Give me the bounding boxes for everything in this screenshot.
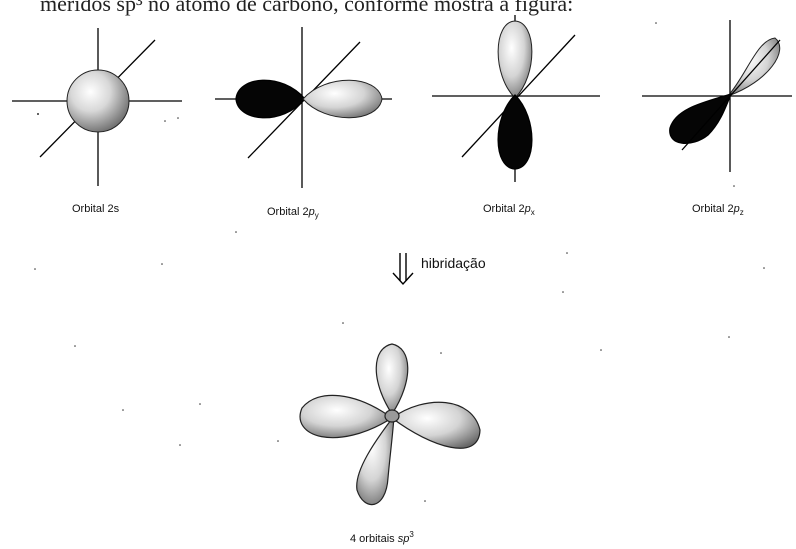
light-lobe xyxy=(303,80,382,118)
orbital-2px xyxy=(432,15,600,182)
label-orbital-2pz: Orbital 2pz xyxy=(692,203,744,217)
hybridization-label: hibridação xyxy=(421,255,486,271)
sp3-lobe-right xyxy=(392,402,480,448)
dark-lobe xyxy=(498,95,532,169)
sp3-lobe-left xyxy=(300,395,392,437)
hybridization-arrow xyxy=(393,253,413,284)
sp3-lobe-top xyxy=(376,344,408,414)
label-orbital-2py: Orbital 2py xyxy=(267,206,319,220)
axis-diagonal xyxy=(682,40,780,150)
sp3-orbitals xyxy=(300,344,480,505)
orbital-2py xyxy=(215,27,392,188)
light-lobe xyxy=(728,38,780,96)
dark-lobe xyxy=(670,94,731,143)
dark-lobe xyxy=(236,80,305,118)
s-sphere xyxy=(67,70,129,132)
sp3-nucleus xyxy=(385,410,399,422)
label-orbital-2px: Orbital 2px xyxy=(483,203,535,217)
orbital-2pz xyxy=(642,20,792,172)
label-orbital-2s: Orbital 2s xyxy=(72,203,119,215)
orbital-2s xyxy=(12,28,182,186)
label-sp3-orbitals: 4 orbitais sp3 xyxy=(350,530,414,545)
